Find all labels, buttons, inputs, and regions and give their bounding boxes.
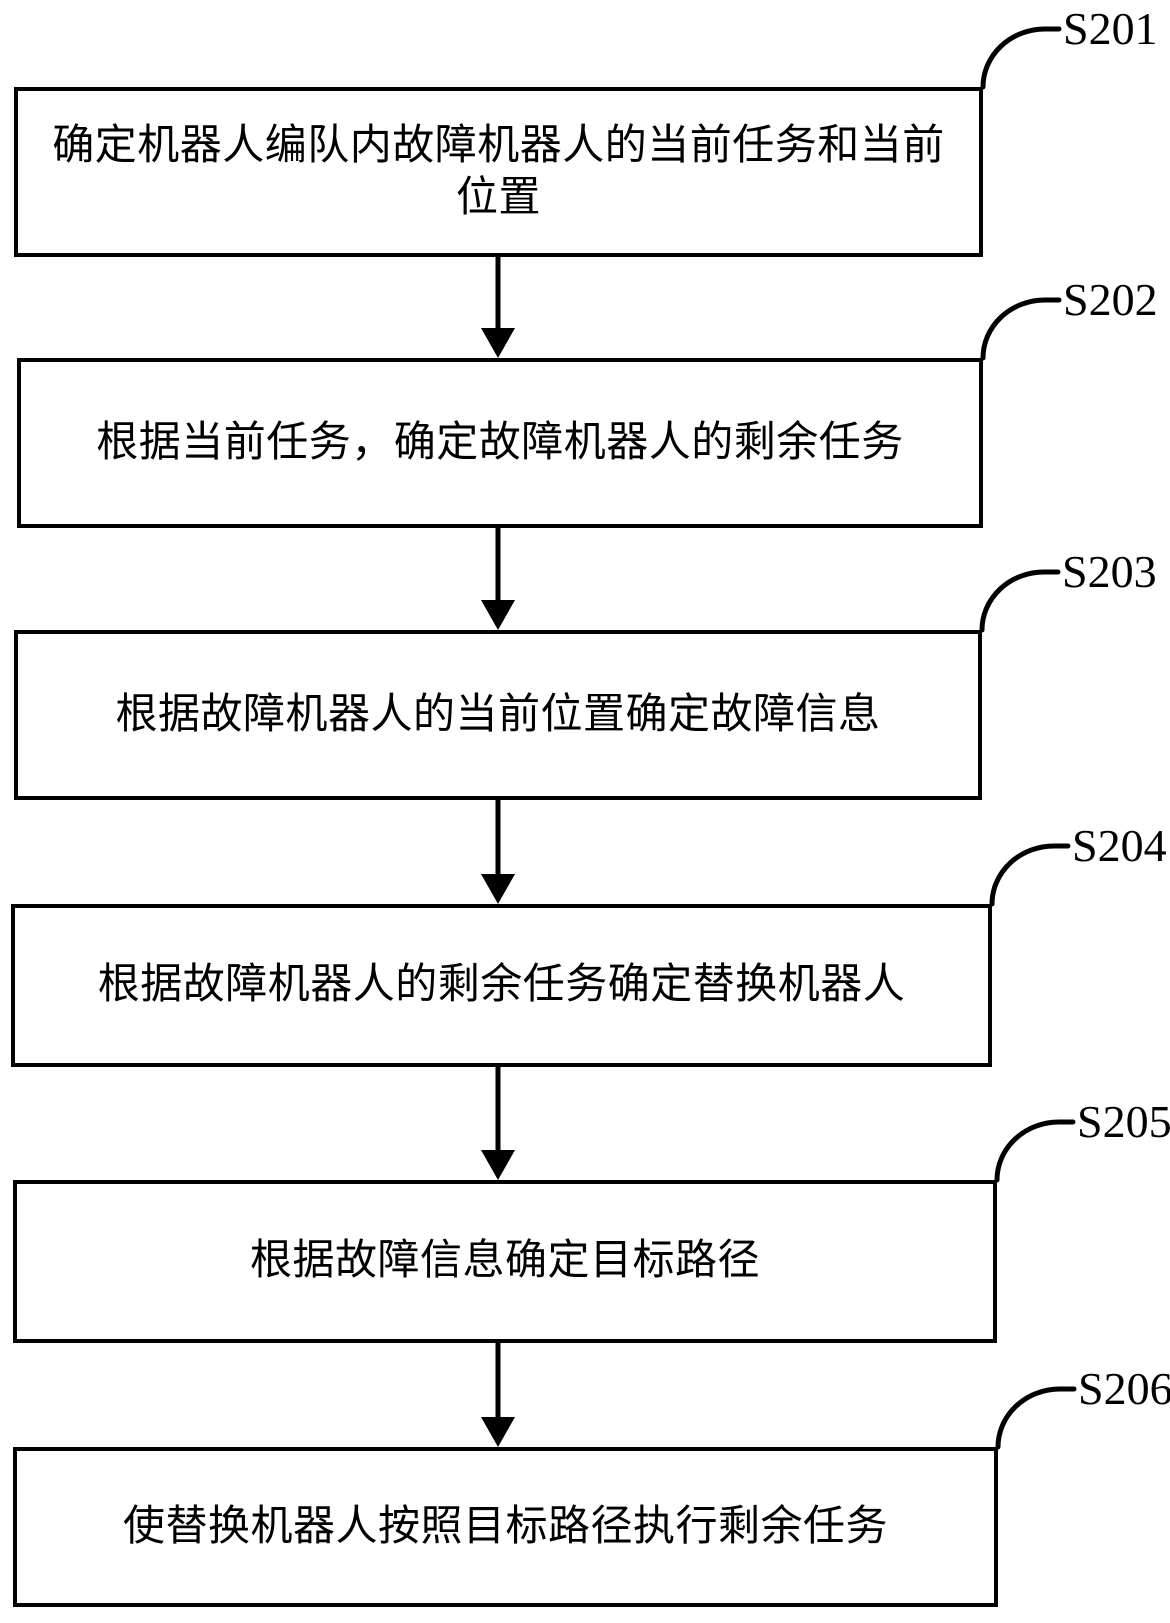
step-text-line: 确定机器人编队内故障机器人的当前任务和当前 [52, 122, 945, 169]
step-text-s204: 根据故障机器人的剩余任务确定替换机器人 [15, 959, 988, 1012]
step-text-s201: 确定机器人编队内故障机器人的当前任务和当前 位置 [18, 120, 979, 225]
step-text-line: 根据故障信息确定目标路径 [249, 1238, 760, 1285]
step-text-s205: 根据故障信息确定目标路径 [17, 1235, 993, 1288]
connector-arc-s206 [995, 1386, 1077, 1450]
step-text-s206: 使替换机器人按照目标路径执行剩余任务 [17, 1501, 994, 1554]
step-text-s203: 根据故障机器人的当前位置确定故障信息 [18, 689, 978, 742]
flow-arrow-5 [481, 1343, 515, 1447]
flow-arrow-1 [481, 257, 515, 358]
step-box-s204: 根据故障机器人的剩余任务确定替换机器人 [11, 904, 992, 1067]
flow-arrow-4 [481, 1067, 515, 1180]
step-label-s203: S203 [1062, 546, 1157, 597]
step-text-line: 位置 [455, 175, 541, 221]
connector-arc-s202 [980, 297, 1062, 361]
step-box-s206: 使替换机器人按照目标路径执行剩余任务 [13, 1447, 998, 1607]
step-text-line: 根据故障机器人的当前位置确定故障信息 [115, 691, 881, 738]
step-text-line: 根据故障机器人的剩余任务确定替换机器人 [97, 962, 906, 1009]
step-text-s202: 根据当前任务，确定故障机器人的剩余任务 [21, 417, 979, 470]
step-text-line: 根据当前任务，确定故障机器人的剩余任务 [96, 419, 904, 466]
step-box-s202: 根据当前任务，确定故障机器人的剩余任务 [17, 358, 983, 528]
step-text-line: 使替换机器人按照目标路径执行剩余任务 [122, 1503, 888, 1550]
step-label-s201: S201 [1063, 3, 1158, 54]
connector-arc-s201 [980, 26, 1062, 90]
step-label-s202: S202 [1063, 274, 1158, 325]
flow-arrow-2 [481, 528, 515, 630]
step-label-s206: S206 [1078, 1363, 1170, 1414]
step-box-s201: 确定机器人编队内故障机器人的当前任务和当前 位置 [14, 87, 983, 257]
step-box-s203: 根据故障机器人的当前位置确定故障信息 [14, 630, 982, 800]
connector-arc-s203 [979, 569, 1061, 633]
flow-arrow-3 [481, 800, 515, 904]
connector-arc-s204 [989, 843, 1071, 907]
step-box-s205: 根据故障信息确定目标路径 [13, 1180, 997, 1343]
step-label-s204: S204 [1072, 820, 1167, 871]
connector-arc-s205 [994, 1119, 1076, 1183]
step-label-s205: S205 [1077, 1096, 1170, 1147]
